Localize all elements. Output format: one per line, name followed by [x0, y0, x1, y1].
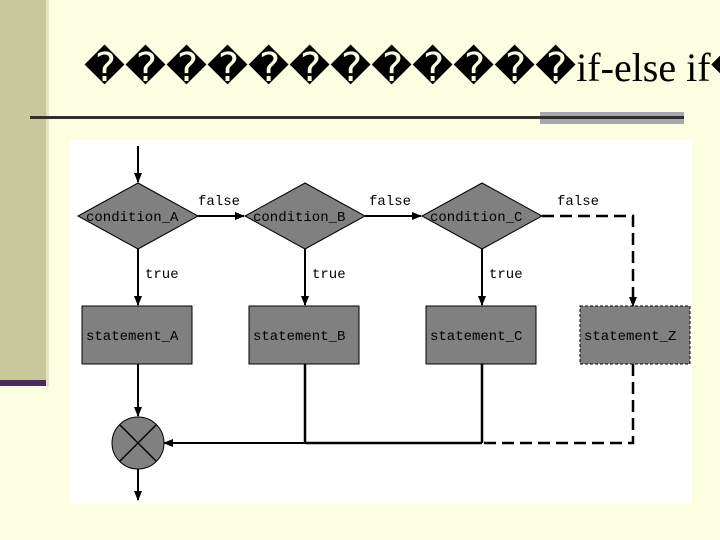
false-label-b: false — [369, 194, 411, 210]
title-rule — [30, 116, 684, 119]
true-label-c: true — [489, 267, 523, 283]
statement-b-label: statement_B — [253, 329, 345, 345]
condition-a-label: condition_A — [86, 210, 179, 226]
statement-a-label: statement_A — [86, 329, 179, 345]
junction-cross-2 — [119, 424, 157, 462]
left-accent-bar — [0, 0, 46, 382]
left-accent-divider — [46, 0, 49, 386]
merge-line-z — [482, 364, 635, 445]
false-label-a: false — [198, 194, 240, 210]
left-accent-foot — [0, 380, 46, 386]
slide-title: ������������if-else if�� — [84, 45, 720, 90]
condition-c-label: condition_C — [430, 210, 522, 226]
statement-z-label: statement_Z — [584, 329, 676, 345]
statement-z-box — [579, 305, 691, 365]
false-label-c: false — [557, 194, 599, 210]
false-path-c-z — [542, 214, 637, 307]
title-rule-overlay — [540, 116, 684, 119]
true-label-b: true — [312, 267, 346, 283]
statement-c-label: statement_C — [430, 329, 522, 345]
true-label-a: true — [145, 267, 179, 283]
condition-b-label: condition_B — [253, 210, 345, 226]
statement-b-box — [248, 305, 360, 365]
